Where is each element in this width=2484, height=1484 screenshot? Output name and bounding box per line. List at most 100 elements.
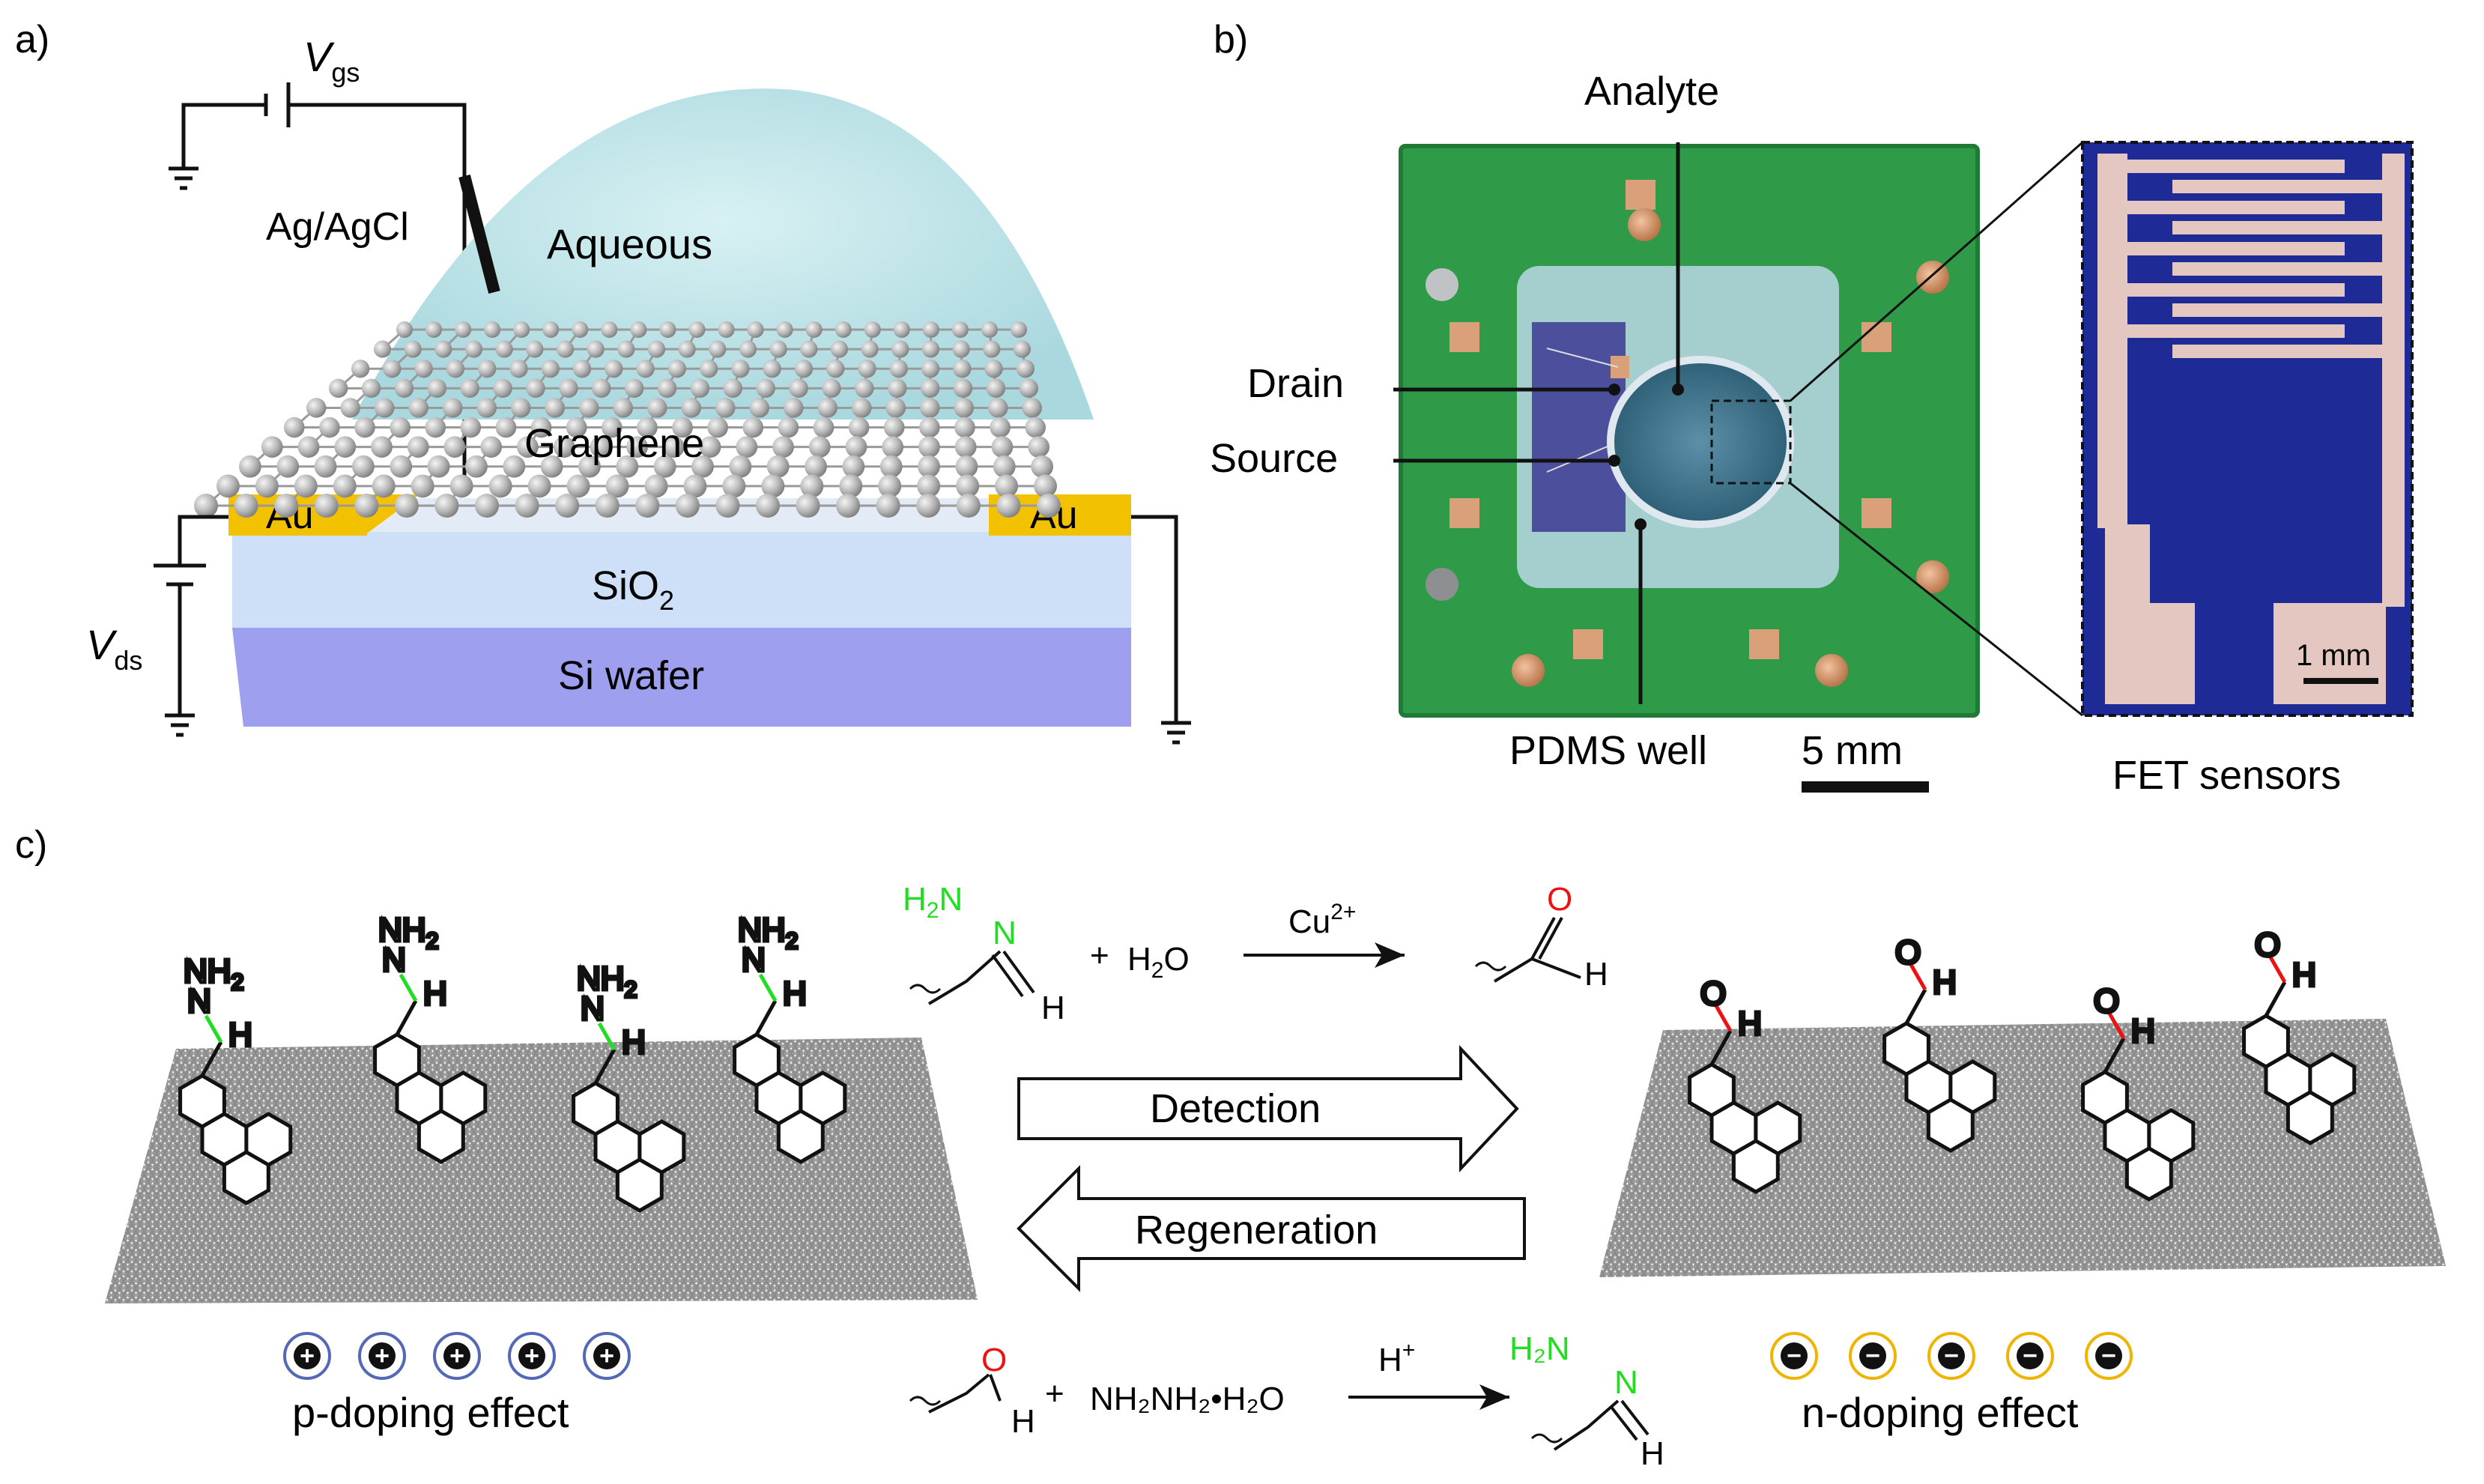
carbon-atom [333, 474, 357, 497]
svg-text:H₂N: H₂N [1509, 1330, 1570, 1367]
carbon-atom [341, 398, 360, 417]
carbon-atom [921, 360, 939, 378]
carbon-atom [390, 455, 412, 478]
svg-text:H: H [1641, 1435, 1664, 1472]
carbon-atom [573, 360, 591, 378]
carbon-atom [836, 494, 860, 518]
carbon-atom [739, 341, 757, 358]
aldehyde-o: O [2255, 927, 2280, 963]
pyrene-ring [2288, 1092, 2332, 1143]
svg-text:+: + [524, 1342, 539, 1370]
carbon-atom [601, 321, 617, 338]
carbon-atom [315, 455, 337, 478]
carbon-atom [954, 379, 972, 398]
analyte-label: Analyte [1584, 69, 1719, 114]
carbon-atom [953, 360, 971, 378]
svg-text:Cu2+: Cu2+ [1288, 900, 1356, 940]
svg-text:N: N [993, 915, 1017, 951]
carbon-atom [709, 341, 726, 358]
carbon-atom [444, 436, 466, 458]
carbon-atom [789, 379, 808, 398]
carbon-atom [990, 417, 1011, 438]
carbon-atom [822, 379, 840, 398]
fet-lead-right [2382, 300, 2405, 607]
panel-b-label: b) [1214, 18, 1248, 61]
carbon-atom [465, 455, 488, 478]
carbon-atom [849, 417, 870, 438]
carbon-atom [592, 379, 611, 398]
scale-inset-bar [2303, 678, 2378, 684]
carbon-atom [864, 321, 881, 338]
carbon-atom [954, 398, 974, 417]
carbon-atom [648, 341, 665, 358]
carbon-atom [795, 360, 813, 378]
carbon-atom [461, 379, 479, 398]
carbon-atom [465, 341, 482, 358]
carbon-atom [855, 379, 873, 398]
carbon-atom [411, 474, 434, 497]
carbon-atom [425, 321, 442, 338]
pyrene-ring [1733, 1141, 1778, 1192]
fet-finger-left [2097, 242, 2345, 255]
carbon-atom [1011, 321, 1027, 338]
carbon-atom [770, 341, 787, 358]
aldehyde-o: O [1895, 934, 1921, 971]
carbon-atom [461, 417, 482, 438]
carbon-atom [395, 494, 419, 518]
fet-finger-left [2097, 324, 2345, 338]
fet-finger-right [2172, 345, 2397, 358]
svg-text:O: O [1547, 881, 1572, 918]
fet-finger-right [2172, 180, 2397, 193]
carbon-atom [194, 494, 218, 518]
carbon-atom [408, 436, 429, 458]
svg-text:O: O [981, 1342, 1007, 1378]
carbon-atom [679, 341, 696, 358]
pyrene-ring [419, 1111, 463, 1162]
carbon-atom [409, 398, 428, 417]
carbon-atom [555, 494, 579, 518]
carbon-atom [880, 455, 903, 478]
fet-finger-left [2097, 283, 2345, 297]
carbon-atom [921, 379, 939, 398]
carbon-atom [956, 455, 978, 478]
carbon-atom [216, 474, 240, 497]
carbon-atom [374, 341, 391, 358]
hydrazone-nh2: NH2 [738, 912, 798, 954]
carbon-atom [731, 360, 749, 378]
pyrene-ring [778, 1111, 823, 1162]
source-label: Source [1210, 436, 1338, 481]
carbon-atom [509, 360, 527, 378]
carbon-atom [1014, 341, 1031, 358]
carbon-atom [1023, 398, 1042, 417]
carbon-atom [835, 321, 852, 338]
vds-label: Vds [86, 621, 142, 676]
carbon-atom [515, 494, 539, 518]
carbon-atom [557, 341, 574, 358]
carbon-atom [1031, 455, 1053, 478]
fet-label: FET sensors [2112, 753, 2341, 798]
svg-text:+: + [375, 1342, 390, 1370]
svg-text:H: H [1041, 990, 1065, 1026]
carbon-atom [294, 474, 318, 497]
svg-text:H2O: H2O [1127, 941, 1190, 983]
regeneration-label: Regeneration [1135, 1208, 1378, 1253]
carbon-atom [707, 417, 728, 438]
pyrene-ring [224, 1152, 268, 1203]
carbon-atom [757, 379, 775, 398]
carbon-atom [352, 455, 375, 478]
carbon-atom [572, 321, 588, 338]
n-doping-label: n-doping effect [1802, 1389, 2079, 1436]
carbon-atom [298, 436, 320, 458]
carbon-atom [954, 417, 975, 438]
carbon-atom [635, 494, 659, 518]
carbon-atom [484, 321, 500, 338]
carbon-atom [542, 321, 559, 338]
carbon-atom [545, 398, 565, 417]
carbon-atom [843, 455, 865, 478]
graphene-label: Graphene [524, 421, 704, 466]
scale-main-label: 5 mm [1802, 728, 1903, 773]
carbon-atom [700, 360, 718, 378]
carbon-atom [455, 321, 471, 338]
